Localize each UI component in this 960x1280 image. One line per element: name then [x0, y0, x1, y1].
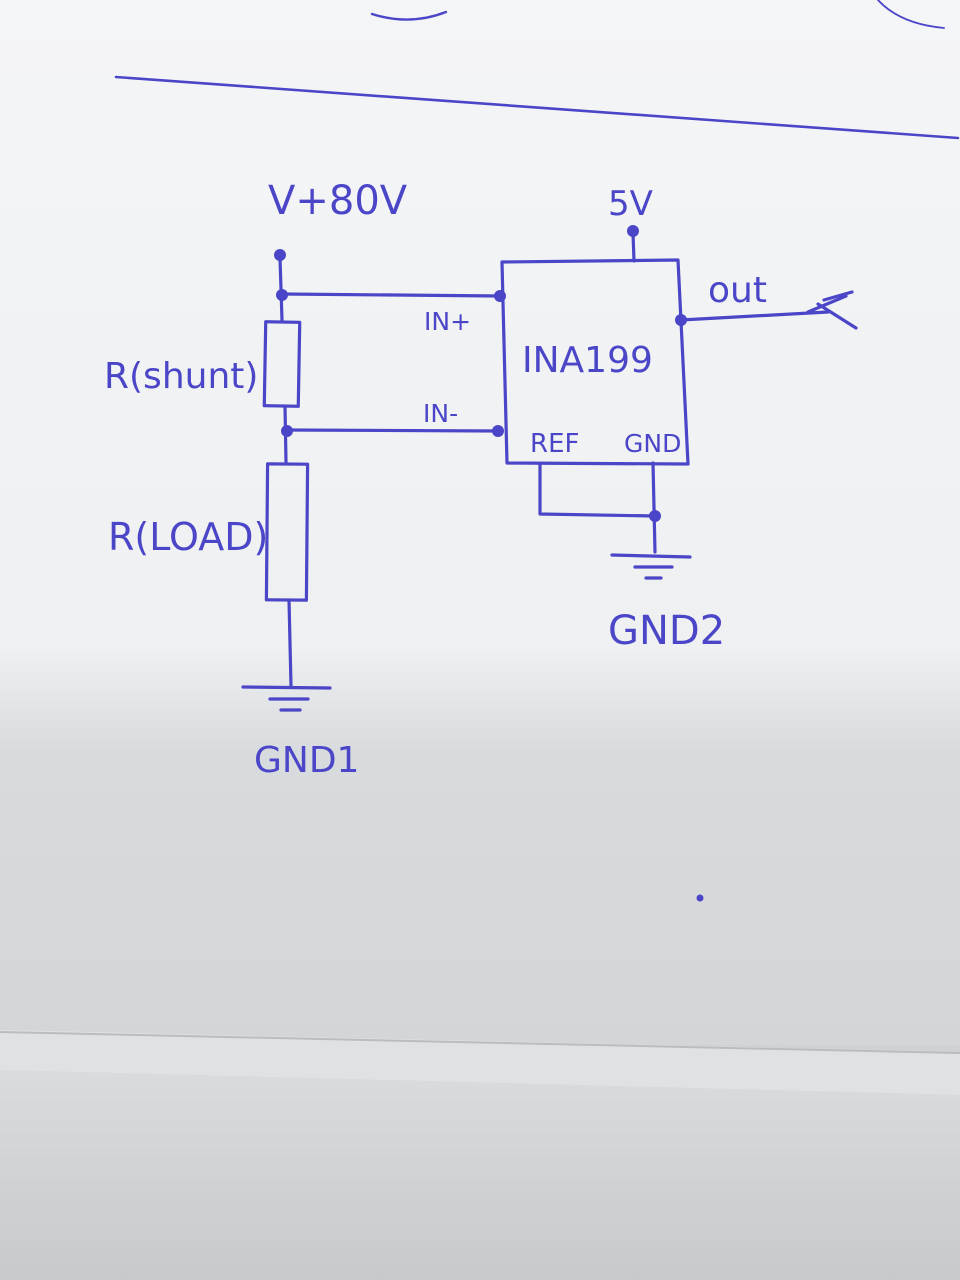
- gnd-pin-wire: [651, 461, 657, 554]
- lower-surface: [0, 1070, 960, 1280]
- ic-name-label: INA199: [522, 340, 653, 381]
- r-shunt-label: R(shunt): [104, 356, 258, 397]
- in-minus-label: IN-: [423, 399, 458, 428]
- separator-line: [114, 75, 960, 140]
- in-plus-label: IN+: [424, 307, 471, 336]
- scribble-top: [370, 10, 448, 21]
- r-shunt-resistor: [262, 320, 302, 408]
- paper-edge: [0, 1030, 960, 1095]
- out-label: out: [708, 270, 767, 311]
- vcc-wire: [631, 231, 636, 263]
- wire-in-minus: [285, 428, 500, 433]
- scribble-top-right: [877, 0, 945, 29]
- r-load-label: R(LOAD): [108, 515, 268, 559]
- vcc-terminal: [627, 225, 639, 237]
- load-bottom-wire: [287, 598, 293, 688]
- gnd2-symbol: [610, 553, 692, 580]
- supply-voltage-label: V+80V: [268, 178, 408, 224]
- ref-pin-label: REF: [530, 429, 579, 459]
- ina199-ic-box: [500, 258, 690, 466]
- sheet-edge-line: [0, 1031, 960, 1054]
- ink-dot: [696, 894, 704, 902]
- r-load-resistor: [264, 462, 310, 602]
- paper-sheet: [0, 0, 960, 1045]
- supply-wire: [278, 256, 284, 322]
- out-arrow-icon: [806, 290, 858, 330]
- vcc-label: 5V: [608, 184, 653, 224]
- ref-gnd-wire: [538, 462, 657, 518]
- wire-in-plus: [280, 292, 502, 298]
- ic-gnd-pin-label: GND: [624, 429, 681, 458]
- gnd2-label: GND2: [608, 608, 725, 654]
- gnd1-label: GND1: [254, 740, 359, 781]
- out-wire: [679, 310, 830, 322]
- gnd-junction: [649, 510, 661, 522]
- in-minus-pin: [492, 425, 504, 437]
- gnd1-symbol: [241, 685, 332, 712]
